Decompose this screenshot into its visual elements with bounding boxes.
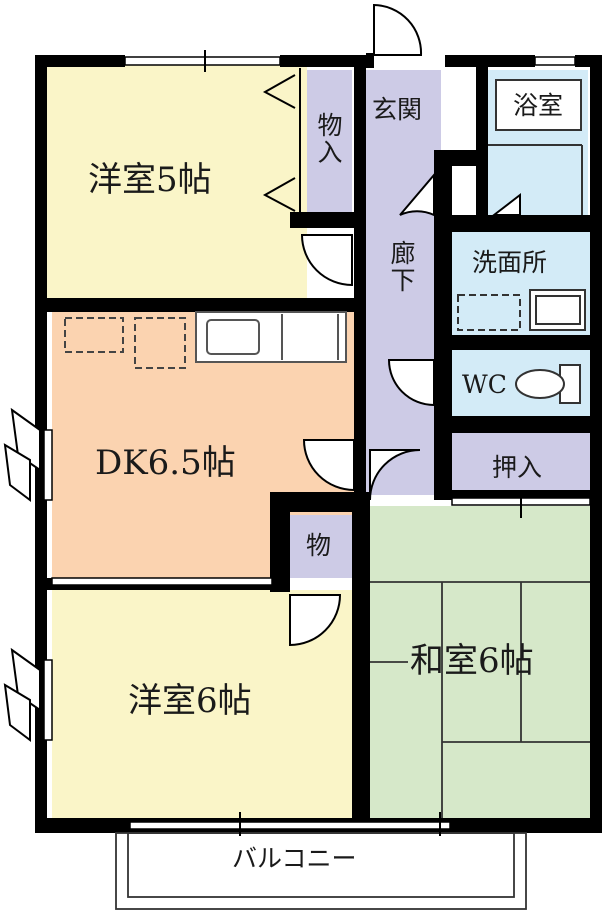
washroom-label: 洗面所	[472, 248, 548, 277]
storage-north-area	[307, 70, 352, 218]
washroom-fixtures	[457, 289, 586, 331]
corridor-label: 廊下	[387, 240, 416, 294]
entrance-label: 玄関	[372, 95, 423, 124]
japanese-room-label: 和室6帖	[410, 641, 534, 681]
bath-fixtures	[488, 79, 583, 215]
kitchen-counter	[195, 311, 347, 363]
tatami-lines	[370, 581, 590, 818]
entrance-door	[366, 3, 423, 68]
storage-doors	[262, 68, 301, 218]
western-room-south-label: 洋室6帖	[128, 681, 252, 721]
entrance-area	[366, 70, 441, 150]
closet-area	[452, 433, 590, 495]
storage-small-label: 物	[306, 531, 332, 560]
balcony-outline	[115, 832, 527, 910]
window-marks	[204, 50, 522, 836]
toilet-label: WC	[462, 370, 507, 399]
dining-kitchen-label: DK6.5帖	[95, 443, 236, 483]
storage-small-area	[290, 515, 352, 578]
appliance-spaces	[64, 317, 186, 369]
storage-north-label: 物入	[314, 112, 343, 166]
window-sashes	[3, 407, 41, 742]
balcony-label: バルコニー	[232, 844, 357, 873]
closet-label: 押入	[492, 453, 543, 482]
western-room-north-area	[45, 64, 307, 298]
bathroom-label: 浴室	[513, 91, 564, 120]
toilet-fixture	[515, 364, 581, 404]
room-doors	[289, 172, 521, 647]
western-room-north-label: 洋室5帖	[88, 160, 212, 200]
